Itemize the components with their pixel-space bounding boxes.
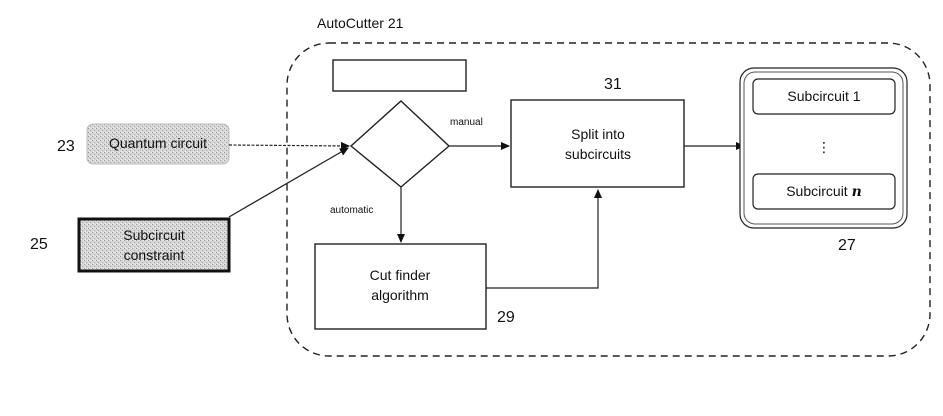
subcircuit-group-ref: 27	[838, 237, 856, 254]
quantum-circuit-label: Quantum circuit	[109, 135, 207, 151]
subcircuit-ellipsis: ⋮	[817, 139, 831, 155]
automatic-label: automatic	[330, 205, 373, 216]
empty-label-box	[333, 60, 466, 91]
manual-label: manual	[450, 117, 483, 128]
arrow-finder-to-split	[486, 190, 598, 288]
subcircuit-item-last-label: Subcircuit n	[786, 183, 862, 200]
split-line1: Split into	[571, 126, 625, 142]
split-ref: 31	[604, 76, 622, 93]
cut-finder-line1: Cut finder	[370, 267, 431, 283]
autocutter-title: AutoCutter 21	[317, 15, 404, 31]
decision-diamond	[351, 101, 449, 187]
quantum-circuit-ref: 23	[57, 138, 75, 155]
split-line2: subcircuits	[565, 146, 631, 162]
subcircuit-constraint-line1: Subcircuit	[123, 227, 185, 243]
cut-finder-line2: algorithm	[371, 287, 429, 303]
subcircuit-item-first-label: Subcircuit 1	[787, 88, 860, 104]
subcircuit-constraint-ref: 25	[30, 236, 48, 253]
cut-finder-ref: 29	[497, 309, 515, 326]
split-box	[511, 100, 684, 187]
subcircuit-constraint-line2: constraint	[124, 247, 185, 263]
arrow-circuit-to-decision	[229, 145, 349, 146]
